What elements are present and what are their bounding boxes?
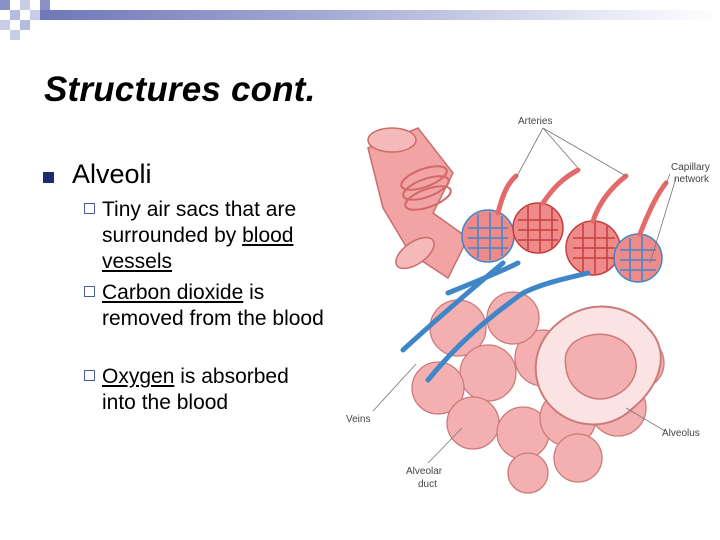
sub-bullet-text: is absorbed into the blood [102, 365, 289, 414]
label-alveolar-line1: Alveolar [406, 466, 443, 477]
sub-bullet-text: is removed from the blood [102, 281, 324, 330]
sub-bullet-1: Tiny air sacs that are surrounded by blo… [84, 197, 324, 275]
checkbox-bullet-icon [84, 286, 95, 297]
top-gradient-rule [40, 10, 720, 20]
slide-title: Structures cont. [44, 70, 316, 109]
label-alveolar-line2: duct [418, 479, 437, 490]
label-capillary-line1: Capillary [671, 162, 710, 173]
veins [400, 260, 591, 383]
checkbox-bullet-icon [84, 370, 95, 381]
leader-lines [372, 127, 677, 464]
sub-bullet-text: Tiny air sacs that are surrounded by [102, 198, 297, 247]
label-arteries: Arteries [518, 116, 552, 127]
underlined-term: Carbon dioxide [102, 281, 244, 304]
sub-bullet-3: Oxygen is absorbed into the blood [84, 364, 324, 416]
arteries [495, 167, 669, 237]
square-bullet-icon [43, 172, 54, 183]
underlined-term: Oxygen [102, 365, 175, 388]
decorative-checker-band [0, 0, 64, 40]
checkbox-bullet-icon [84, 203, 95, 214]
capillary-network [461, 202, 663, 283]
level1-bullet-text: Alveoli [72, 159, 152, 189]
alveolus-cutaway [534, 305, 662, 426]
label-capillary-line2: network [674, 174, 710, 185]
label-veins: Veins [346, 414, 370, 425]
alveoli-diagram: Arteries Capillary network Veins Alveolu… [328, 88, 720, 502]
label-alveolus: Alveolus [662, 428, 700, 439]
underlined-term: blood vessels [102, 224, 294, 273]
sub-bullet-2: Carbon dioxide is removed from the blood [84, 280, 324, 332]
